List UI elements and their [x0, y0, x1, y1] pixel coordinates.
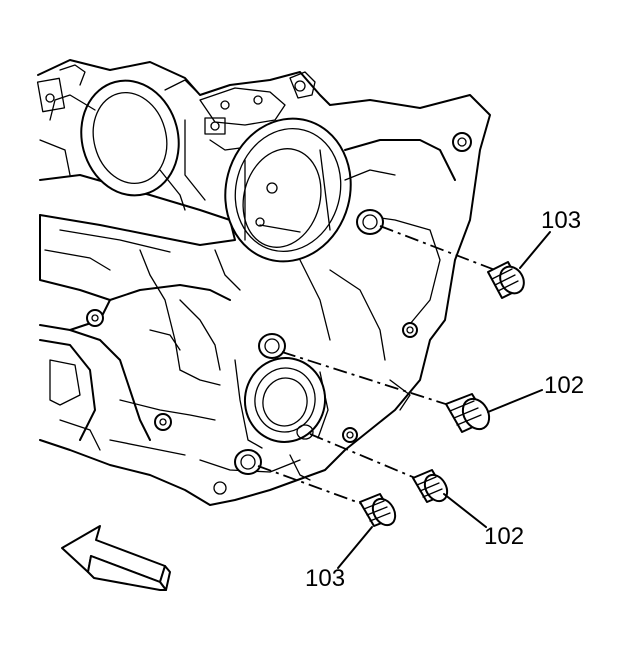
callout-leader-lower-right [443, 493, 487, 528]
callout-leader-middle-right [487, 389, 543, 413]
callout-leaders [337, 231, 551, 569]
plug-102-lower [412, 469, 449, 503]
callout-leader-bottom-center [337, 526, 373, 569]
engine-block [36, 59, 491, 506]
callout-label-middle-right: 102 [544, 372, 584, 399]
leader-line-lower-103 [257, 465, 366, 506]
leader-lines [257, 225, 496, 506]
leader-line-upper-102 [281, 351, 456, 408]
callout-label-top-right: 103 [541, 207, 581, 234]
plug-103-upper [487, 261, 525, 299]
plug-103-lower [359, 493, 397, 527]
callout-label-lower-right: 102 [484, 523, 524, 550]
leader-line-upper-103 [379, 225, 496, 271]
plug-102-upper [445, 393, 491, 433]
front-direction-arrow-icon [61, 525, 171, 591]
callout-label-bottom-center: 103 [305, 565, 345, 592]
leader-line-lower-102 [309, 433, 421, 481]
callout-leader-top-right [519, 231, 551, 269]
